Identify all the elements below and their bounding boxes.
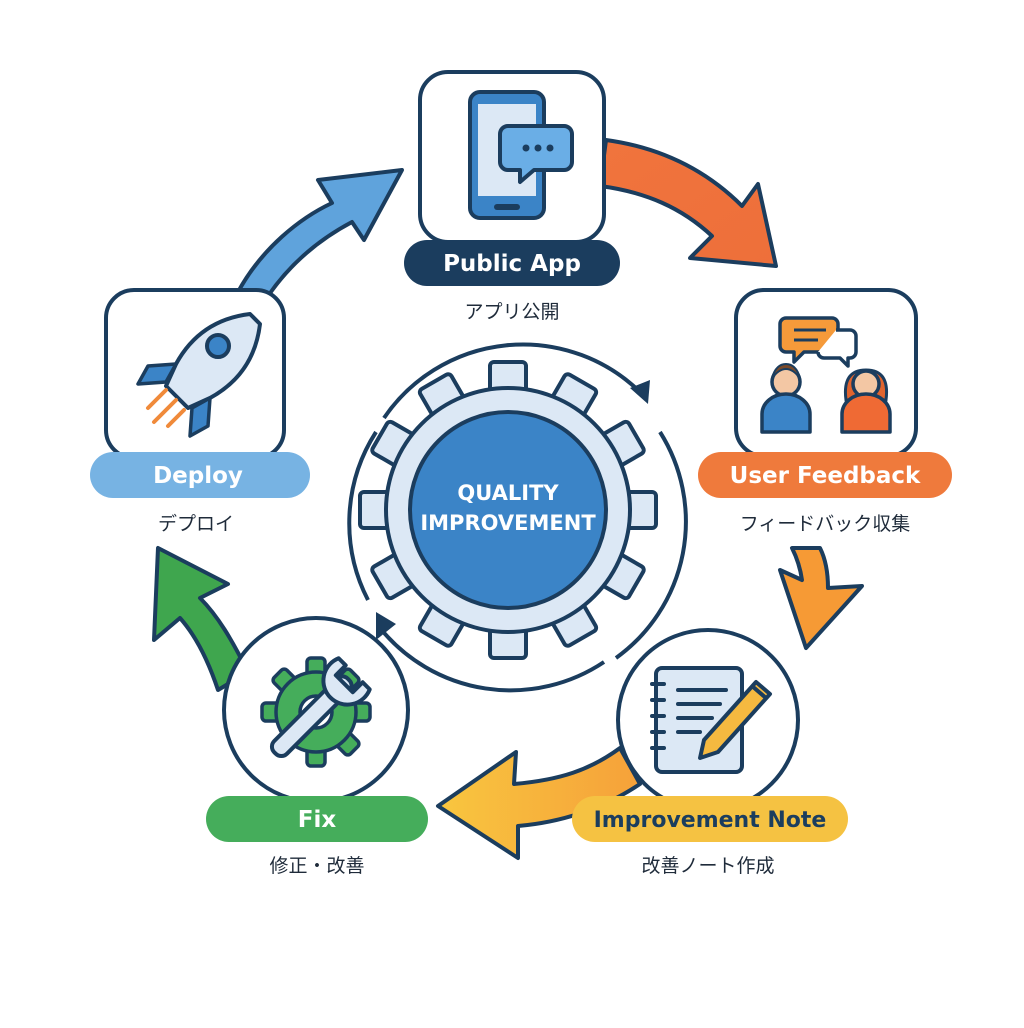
step-deploy: Deploy デプロイ: [90, 288, 310, 535]
deploy-sublabel: デプロイ: [158, 513, 234, 535]
rocket-icon: [136, 312, 262, 438]
fix-label: Fix: [298, 807, 337, 833]
wrench-gear-icon: [260, 656, 372, 768]
step-improvement-note: Improvement Note 改善ノート作成: [572, 628, 848, 877]
ring-arrowhead-bottom-icon: [376, 612, 396, 640]
ring-arrowhead-top-icon: [630, 380, 650, 404]
step-user-feedback: User Feedback フィードバック収集: [698, 288, 952, 535]
public-app-pill: [404, 240, 620, 286]
arrow-deploy-to-public-app: [236, 168, 404, 298]
step-public-app: Public App アプリ公開: [404, 70, 620, 323]
center-title-line2: IMPROVEMENT: [420, 511, 596, 535]
improvement-note-label: Improvement Note: [594, 808, 827, 833]
user-feedback-pill: [698, 452, 952, 498]
improvement-note-pill: [572, 796, 848, 842]
step-fix: Fix 修正・改善: [206, 616, 428, 877]
users-chat-icon: [760, 316, 892, 434]
fix-pill: [206, 796, 428, 842]
deploy-label: Deploy: [153, 463, 243, 489]
center-title-line1: QUALITY: [457, 481, 559, 505]
fix-sublabel: 修正・改善: [269, 855, 364, 877]
improvement-note-sublabel: 改善ノート作成: [641, 855, 774, 877]
public-app-label: Public App: [443, 251, 581, 277]
gear-icon: [358, 360, 658, 660]
arrow-public-app-to-feedback: [598, 138, 778, 268]
public-app-sublabel: アプリ公開: [464, 301, 559, 323]
center-hub: QUALITY IMPROVEMENT: [347, 342, 688, 693]
arrow-fix-to-deploy: [152, 546, 250, 692]
user-feedback-sublabel: フィードバック収集: [740, 513, 911, 535]
notebook-pencil-icon: [650, 666, 772, 774]
arrow-feedback-to-note: [778, 546, 864, 650]
smartphone-chat-icon: [468, 90, 574, 220]
user-feedback-label: User Feedback: [730, 463, 921, 489]
deploy-pill: [90, 452, 310, 498]
